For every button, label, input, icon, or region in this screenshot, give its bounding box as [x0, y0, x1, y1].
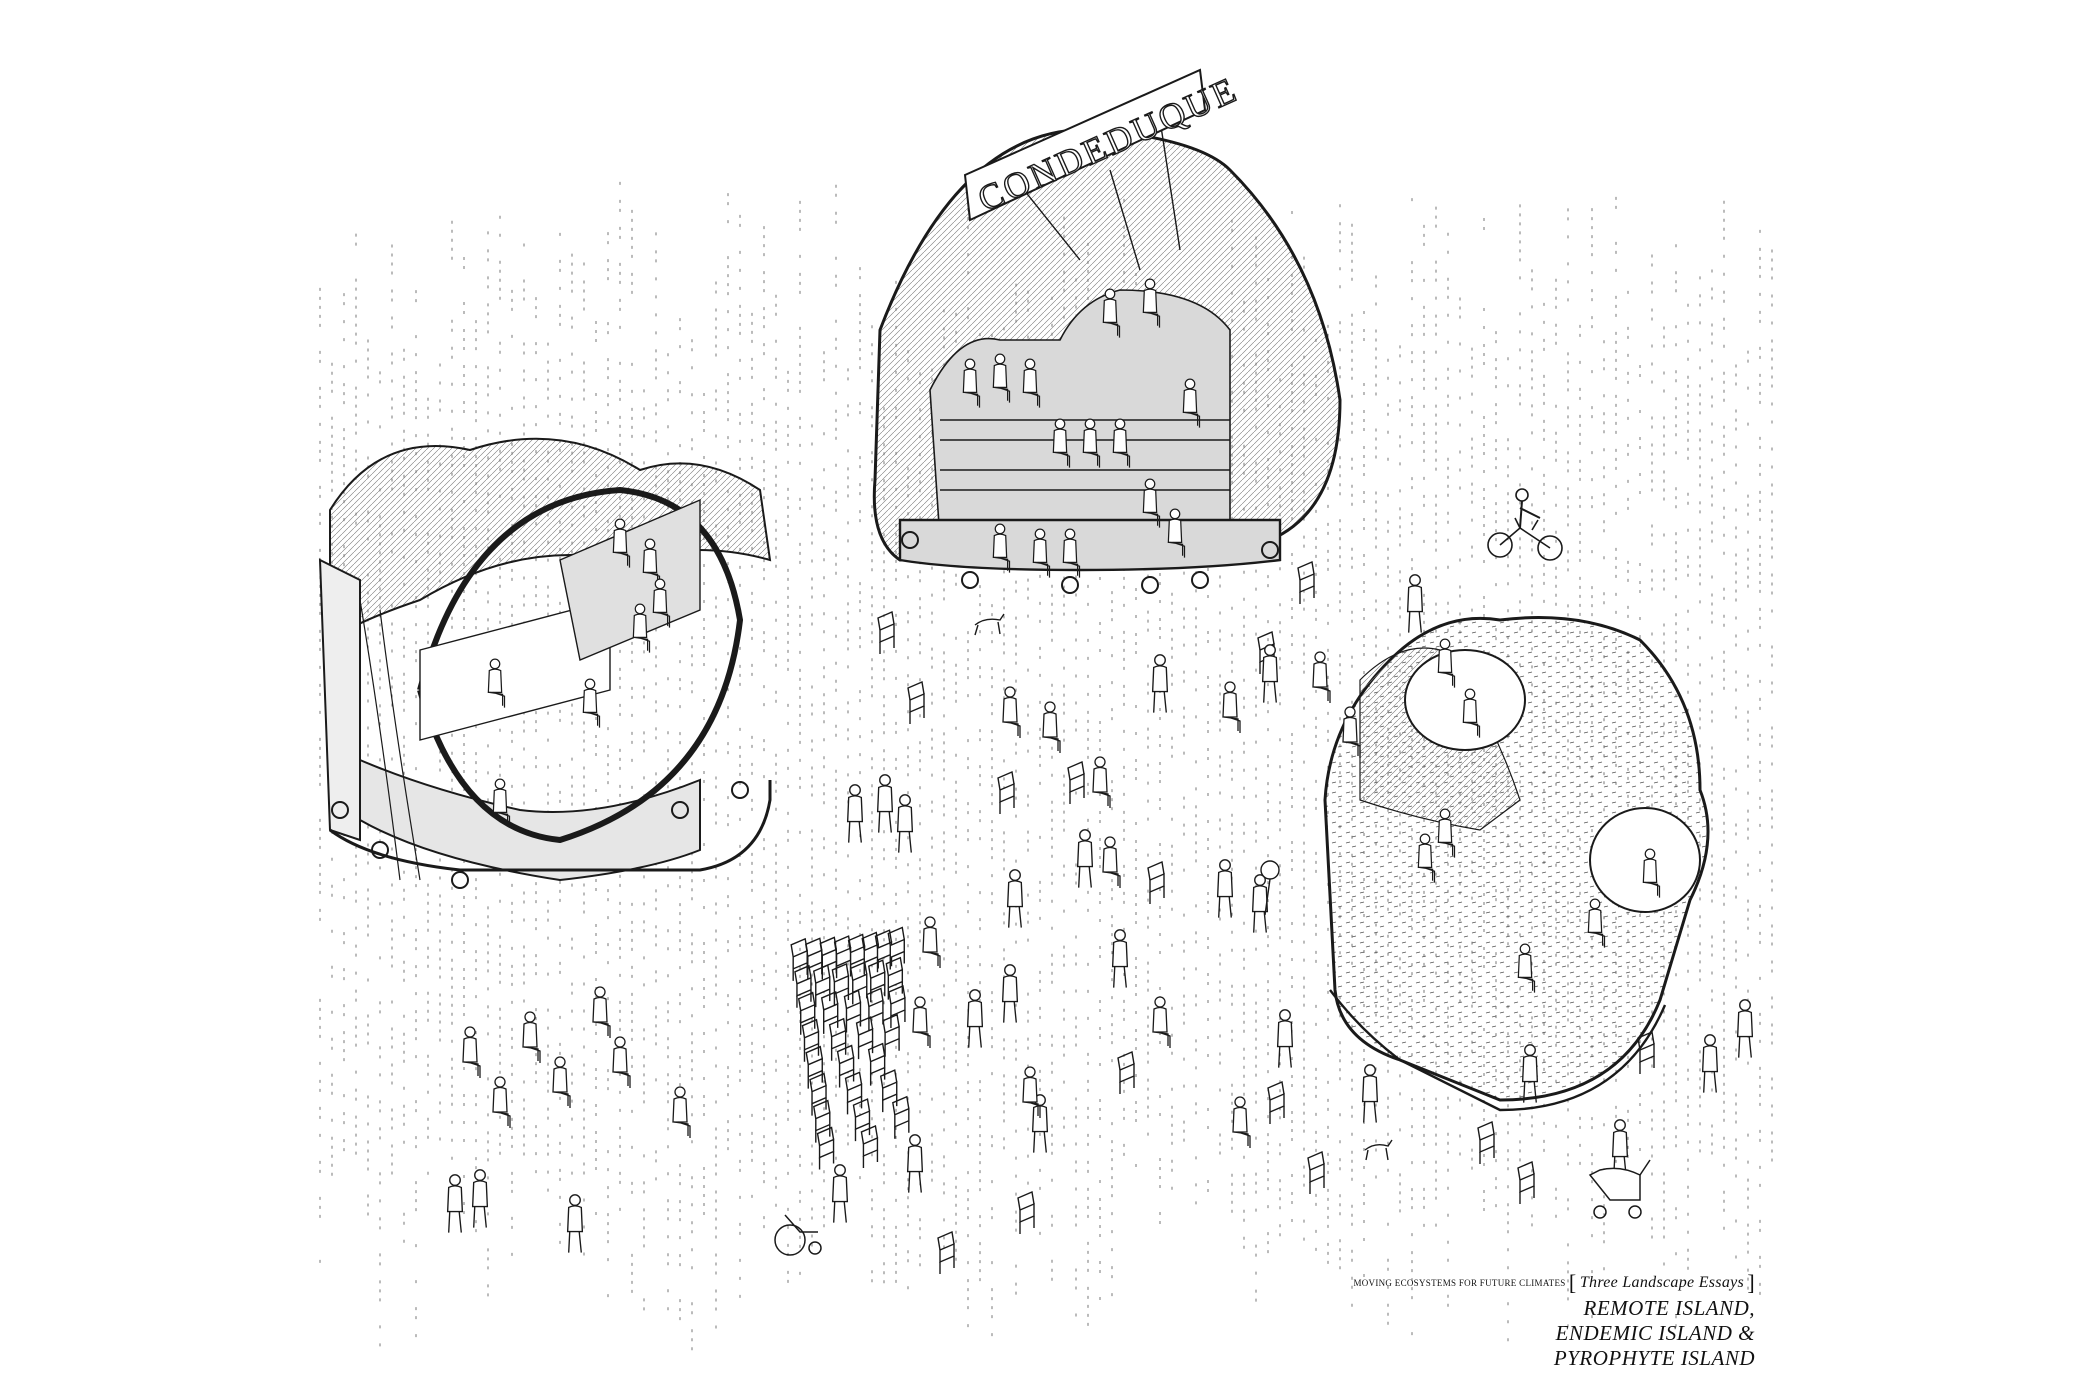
axonometric-drawing: CONDEDUQUE [318, 68, 1773, 1370]
drawing-canvas: CONDEDUQUE [318, 68, 1773, 1351]
